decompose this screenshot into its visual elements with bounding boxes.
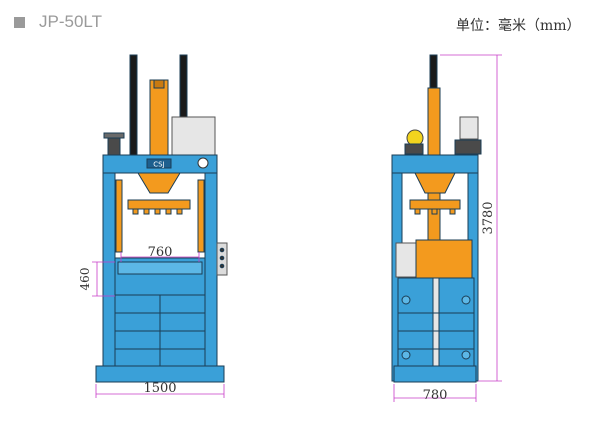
front-dimensions	[92, 252, 225, 398]
model-name: JP-50LT	[39, 12, 102, 31]
unit-label: 单位：毫米（mm）	[456, 18, 581, 34]
side-oil-tank	[459, 116, 479, 140]
base-frame	[95, 365, 225, 383]
nameplate-text: CSJ	[153, 161, 164, 169]
side-top-frame	[391, 154, 479, 174]
model-title: JP-50LT	[14, 12, 102, 32]
side-chamber-slot	[432, 277, 440, 369]
title-bullet-icon	[14, 16, 25, 28]
chamber-door-top	[117, 261, 203, 275]
pressure-gauge-icon	[197, 157, 209, 169]
side-feed-door	[415, 239, 473, 279]
height-label: 3780	[481, 201, 496, 234]
button-icon	[219, 263, 225, 269]
bolt-icon	[461, 350, 471, 360]
bolt-icon	[401, 295, 411, 305]
side-valve-block	[454, 139, 482, 155]
side-view	[391, 54, 482, 383]
side-funnel	[414, 172, 456, 194]
button-icon	[219, 255, 225, 261]
column-left	[102, 172, 116, 382]
feed-height-label: 460	[78, 268, 92, 291]
column-right	[204, 172, 218, 382]
valve-left	[107, 136, 121, 156]
cylinder-rod-left	[129, 54, 138, 158]
nameplate	[146, 158, 172, 169]
side-door-box	[395, 242, 417, 278]
main-cylinder	[149, 79, 169, 157]
cylinder-cap	[153, 79, 165, 89]
side-width-label: 780	[423, 388, 448, 403]
side-ram-plate	[409, 199, 461, 210]
pump-block	[404, 143, 424, 155]
width-label: 1500	[143, 381, 176, 396]
side-dimensions	[393, 54, 502, 402]
bolt-icon	[461, 295, 471, 305]
front-view: CSJ	[95, 54, 228, 383]
valve-handle	[103, 132, 125, 139]
ram-plate	[127, 199, 191, 210]
bolt-icon	[401, 350, 411, 360]
chamber-width-label: 760	[148, 245, 173, 260]
guide-left	[115, 179, 123, 253]
button-icon	[219, 247, 225, 253]
guide-right	[197, 179, 205, 253]
side-base	[393, 365, 477, 383]
ram-funnel	[137, 172, 181, 194]
oil-tank	[171, 116, 216, 156]
